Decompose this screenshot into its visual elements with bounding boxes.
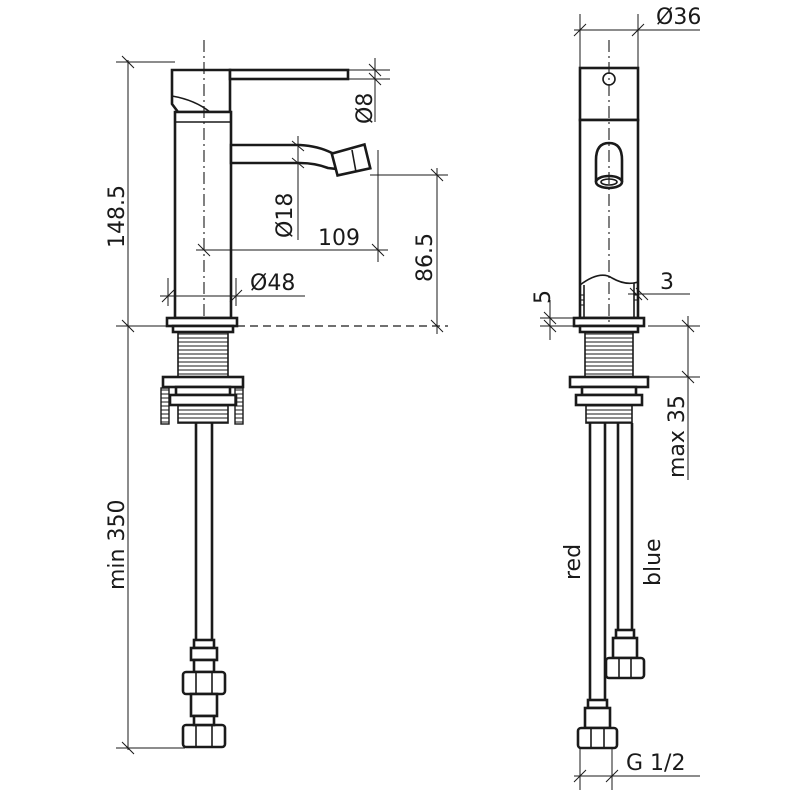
hoses-front — [576, 423, 646, 750]
dim-hose-length: min 350 — [105, 325, 240, 755]
label-spout-diameter: Ø18 — [273, 193, 298, 238]
dim-spout-height: 86.5 — [237, 168, 448, 334]
label-max-counter: max 35 — [665, 395, 690, 478]
dim-wall-thickness: 3 — [628, 270, 690, 301]
lever-handle — [170, 68, 350, 114]
label-hose-length: min 350 — [105, 500, 130, 590]
hoses-side — [181, 423, 227, 749]
label-body-diameter: Ø48 — [250, 271, 295, 296]
dim-spout-projection: 109 — [196, 150, 388, 262]
label-red-hose: red — [561, 544, 586, 580]
dim-spout-diameter: Ø18 — [273, 136, 305, 240]
label-base-gap: 5 — [531, 290, 556, 304]
dim-body-diameter: Ø48 — [160, 271, 305, 306]
label-spout-height: 86.5 — [413, 233, 438, 282]
bidet-spout — [229, 142, 372, 177]
threaded-shank — [160, 324, 245, 425]
dim-thread-size: G 1/2 — [573, 748, 700, 790]
dim-base-gap: 5 — [531, 290, 580, 340]
label-wall-thickness: 3 — [660, 270, 674, 295]
label-overall-height: 148.5 — [105, 185, 130, 248]
label-blue-hose: blue — [641, 538, 666, 586]
label-thread-size: G 1/2 — [626, 751, 685, 776]
label-lever-diameter: Ø8 — [353, 93, 378, 124]
dim-lever-diameter: Ø8 — [348, 58, 390, 124]
tap-body — [165, 110, 239, 328]
label-top-diameter: Ø36 — [656, 5, 701, 30]
label-spout-projection: 109 — [318, 226, 360, 251]
front-shank — [568, 324, 650, 424]
dim-max-counter: max 35 — [648, 316, 700, 480]
dim-overall-height: 148.5 — [105, 55, 175, 333]
side-view: 148.5 min 350 Ø8 Ø18 — [105, 40, 448, 755]
front-view: Ø36 5 3 max 35 red blue — [531, 5, 701, 790]
dim-top-diameter: Ø36 — [573, 5, 701, 68]
